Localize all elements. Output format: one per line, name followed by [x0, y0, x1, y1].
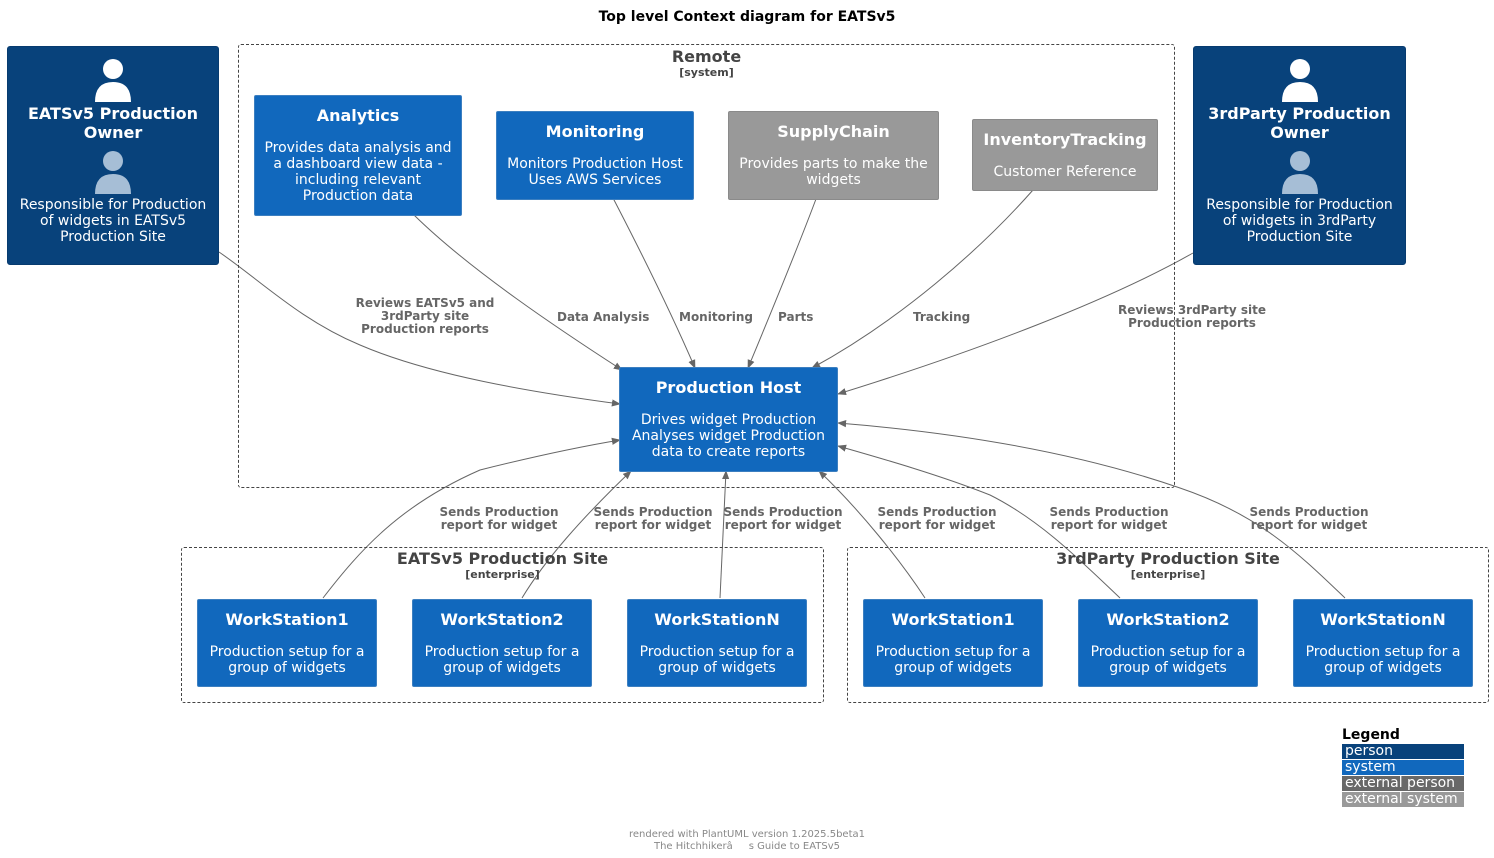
edge-monitoring: [612, 197, 696, 369]
person-desc: Responsible for Production of widgets in…: [1206, 197, 1393, 245]
system-desc: Provides parts to make the widgets: [739, 156, 928, 188]
system-desc: Provides data analysis and a dashboard v…: [264, 140, 452, 204]
edge-wsn-t: [837, 420, 1346, 599]
person-name: 3rdParty Production Owner: [1208, 104, 1391, 142]
eatsv5-site-boundary: EATSv5 Production Site [enterprise]: [181, 547, 824, 703]
edge-supplychain: [747, 198, 817, 369]
edge-ws2-t: [837, 444, 1121, 599]
edge-label-analytics: Data Analysis: [557, 310, 650, 324]
workstation-eatsv5-n[interactable]: WorkStationN Production setup for a grou…: [627, 599, 807, 687]
edge-inventory: [811, 189, 1034, 369]
person-icon: [1281, 151, 1318, 194]
person-name: EATSv5 Production Owner: [27, 104, 199, 142]
edge-label-monitoring: Monitoring: [679, 310, 753, 324]
system-name: InventoryTracking: [983, 130, 1147, 149]
edge-label-eatsv5-owner: Reviews EATSv5 and 3rdParty site Product…: [355, 296, 495, 336]
thirdparty-site-type: [enterprise]: [1130, 568, 1206, 581]
workstation-name: WorkStationN: [1320, 610, 1446, 629]
edge-wsn-e: [719, 470, 730, 599]
workstation-name: WorkStation1: [225, 610, 349, 629]
footer-line-2: The Hitchhikerâs Guide to EATSv5: [653, 841, 841, 852]
edge-ws1-e: [322, 437, 621, 599]
system-analytics[interactable]: Analytics Provides data analysis and a d…: [254, 95, 462, 216]
edge-label-thirdparty-owner: Reviews 3rdParty site Production reports: [1117, 303, 1267, 330]
remote-boundary-name: Remote: [671, 47, 742, 66]
thirdparty-site-boundary: 3rdParty Production Site [enterprise]: [847, 547, 1489, 703]
workstation-desc: Production setup for a group of widgets: [875, 644, 1031, 676]
edge-ws1-t: [818, 470, 926, 599]
workstation-desc: Production setup for a group of widgets: [639, 644, 795, 676]
edge-label-sends: Sends Production report for widget: [877, 505, 997, 532]
workstation-desc: Production setup for a group of widgets: [424, 644, 580, 676]
remote-boundary: Remote [system]: [238, 44, 1175, 488]
legend-title: Legend: [1342, 727, 1400, 743]
system-desc: Customer Reference: [993, 164, 1137, 180]
system-desc: Drives widget Production Analyses widget…: [631, 412, 825, 460]
system-name: Analytics: [316, 106, 400, 125]
system-inventory-tracking[interactable]: InventoryTracking Customer Reference: [972, 119, 1158, 191]
legend-item-system: system: [1342, 760, 1464, 775]
thirdparty-site-name: 3rdParty Production Site: [1056, 549, 1280, 568]
workstation-desc: Production setup for a group of widgets: [209, 644, 365, 676]
legend-item-person: person: [1342, 744, 1464, 759]
workstation-name: WorkStation2: [440, 610, 564, 629]
edge-label-supplychain: Parts: [778, 310, 814, 324]
system-desc: Monitors Production Host Uses AWS Servic…: [507, 156, 683, 188]
workstation-thirdparty-2[interactable]: WorkStation2 Production setup for a grou…: [1078, 599, 1258, 687]
workstation-desc: Production setup for a group of widgets: [1090, 644, 1246, 676]
workstation-eatsv5-1[interactable]: WorkStation1 Production setup for a grou…: [197, 599, 377, 687]
person-icon: [95, 59, 131, 102]
edge-label-inventory: Tracking: [913, 310, 971, 324]
legend-item-external-person: external person: [1342, 776, 1464, 791]
workstation-name: WorkStation1: [891, 610, 1015, 629]
system-name: SupplyChain: [777, 122, 890, 141]
person-desc: Responsible for Production of widgets in…: [19, 197, 207, 245]
edge-label-sends: Sends Production report for widget: [439, 505, 559, 532]
system-name: Production Host: [655, 378, 802, 397]
person-thirdparty-owner[interactable]: 3rdParty Production Owner Responsible fo…: [1193, 46, 1406, 265]
eatsv5-site-type: [enterprise]: [465, 568, 540, 581]
person-icon: [95, 151, 131, 194]
edge-label-sends: Sends Production report for widget: [723, 505, 843, 532]
workstation-thirdparty-n[interactable]: WorkStationN Production setup for a grou…: [1293, 599, 1473, 687]
person-eatsv5-owner[interactable]: EATSv5 Production Owner Responsible for …: [7, 46, 219, 265]
workstation-desc: Production setup for a group of widgets: [1305, 644, 1461, 676]
system-supplychain[interactable]: SupplyChain Provides parts to make the w…: [728, 111, 939, 200]
system-name: Monitoring: [545, 122, 645, 141]
remote-boundary-type: [system]: [679, 66, 734, 79]
edge-label-sends: Sends Production report for widget: [1249, 505, 1369, 532]
legend-item-external-system: external system: [1342, 792, 1464, 807]
person-icon: [1281, 59, 1318, 102]
legend: Legend person system external person ext…: [1342, 727, 1466, 807]
eatsv5-site-name: EATSv5 Production Site: [396, 549, 609, 568]
edge-label-sends: Sends Production report for widget: [593, 505, 713, 532]
workstation-eatsv5-2[interactable]: WorkStation2 Production setup for a grou…: [412, 599, 592, 687]
system-production-host[interactable]: Production Host Drives widget Production…: [619, 367, 838, 472]
system-monitoring[interactable]: Monitoring Monitors Production Host Uses…: [496, 111, 694, 200]
edge-eatsv5-owner: [218, 251, 621, 407]
workstation-thirdparty-1[interactable]: WorkStation1 Production setup for a grou…: [863, 599, 1043, 687]
footer-line-1: rendered with PlantUML version 1.2025.5b…: [629, 829, 865, 840]
workstation-name: WorkStationN: [654, 610, 780, 629]
diagram-title: Top level Context diagram for EATSv5: [598, 9, 896, 25]
edge-thirdparty-owner: [837, 252, 1194, 396]
workstation-name: WorkStation2: [1106, 610, 1230, 629]
edge-label-sends: Sends Production report for widget: [1049, 505, 1169, 532]
edge-analytics: [413, 214, 623, 371]
